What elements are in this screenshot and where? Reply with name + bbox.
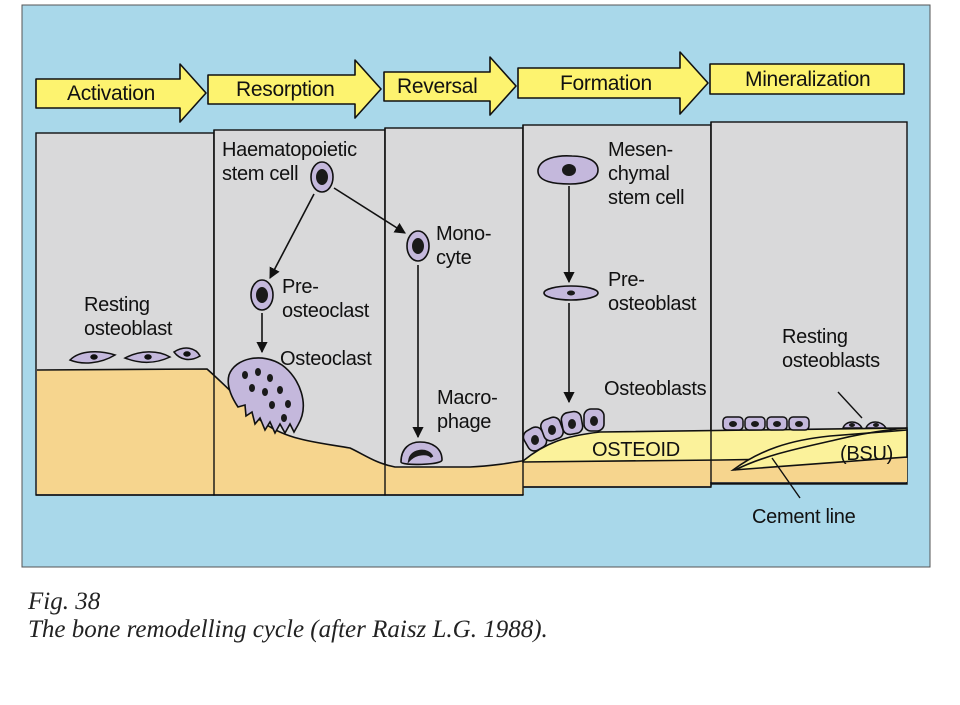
label-osteoclast: Osteoclast [280,348,372,370]
label-osteoblasts: Osteoblasts [604,378,707,400]
stage-label-formation: Formation [560,72,652,95]
label-preosteoclast: Pre-osteoclast [282,276,370,322]
monocyte-cell [406,230,430,262]
stage-arrow-reversal [383,56,517,116]
label-preosteoblast: Pre-osteoblast [608,269,697,315]
stage-arrows [35,51,905,123]
stage-arrow-formation [517,51,709,115]
label-bsu: (BSU) [840,443,893,465]
label-osteoid: OSTEOID [592,439,680,461]
preosteoclast-cell [250,279,274,311]
stage-label-reversal: Reversal [397,75,478,98]
label-macrophage: Macro-phage [437,387,498,433]
osteoclast-cell [227,357,304,435]
stage-arrow-activation [35,63,207,123]
stage-label-activation: Activation [67,82,156,105]
lineage-arrows [256,186,575,439]
pointer-lines [771,391,863,499]
stage-arrow-resorption [207,59,382,119]
macrophage-cell [400,441,443,466]
bsu-region [730,429,908,472]
label-monocyte: Mono-cyte [436,223,492,269]
stage-label-mineralization: Mineralization [745,68,871,91]
stage-dividers [36,122,907,496]
figure-caption: The bone remodelling cycle (after Raisz … [28,616,548,643]
mesenchymal-stem-cell [537,155,599,185]
bone [37,369,907,494]
figure-number: Fig. 38 [28,588,101,615]
osteoblast-cells [522,408,605,452]
cement-line-path [734,427,908,471]
stage-box-reversal [384,127,524,496]
stage-label-resorption: Resorption [236,78,335,101]
stage-arrow-mineralization [709,63,905,95]
flat-osteoblast-cells [722,416,888,431]
resting-osteoblast-cells [68,347,201,364]
label-cement-line: Cement line [752,506,856,528]
haematopoietic-stem-cell [310,161,334,193]
preosteoblast-cell [543,285,599,301]
